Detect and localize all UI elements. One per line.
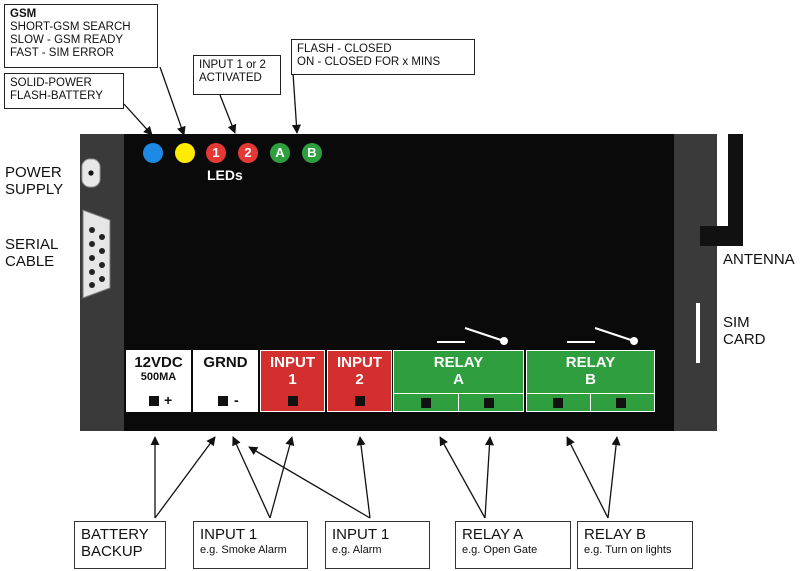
arrow-smoke-input1: [269, 436, 295, 519]
power-led-callout: SOLID-POWER FLASH-BATTERY: [4, 73, 124, 109]
terminal-plus-sign: +: [164, 392, 173, 408]
input-callout-line: ACTIVATED: [199, 72, 262, 84]
arrow-power-led: [123, 103, 153, 136]
terminal-screw-icon: [288, 396, 298, 406]
battery-backup-box: BATTERY BACKUP: [74, 521, 166, 569]
terminal-input-1: INPUT 1: [260, 350, 325, 412]
input1-alarm-sub: e.g. Alarm: [332, 544, 382, 556]
arrow-relayb-2: [607, 436, 621, 519]
flash-callout-line: ON - CLOSED FOR x MINS: [297, 56, 441, 68]
terminal-relay-b: RELAY B: [526, 350, 655, 412]
input-activated-callout: INPUT 1 or 2 ACTIVATED: [193, 55, 281, 95]
terminal-relay-divider: [458, 393, 459, 411]
leds-label: LEDs: [207, 167, 243, 183]
arrow-relayb-1: [566, 436, 609, 519]
serial-cable-label: SERIAL CABLE: [5, 236, 58, 270]
arrow-relay-leds: [291, 72, 301, 134]
input1-smoke-box: INPUT 1 e.g. Smoke Alarm: [193, 521, 308, 569]
terminal-input-2-label: INPUT: [337, 354, 382, 371]
power-jack-icon: [81, 158, 101, 188]
sim-card-line: CARD: [723, 331, 766, 348]
terminal-screw-icon: [218, 396, 228, 406]
terminal-screw-icon: [421, 398, 431, 408]
power-supply-line: POWER: [5, 164, 62, 181]
gsm-line: FAST - SIM ERROR: [10, 47, 114, 59]
terminal-input-2: INPUT 2: [327, 350, 392, 412]
input1-smoke-sub: e.g. Smoke Alarm: [200, 544, 287, 556]
input1-alarm-title: INPUT 1: [332, 526, 390, 543]
terminal-grnd: GRND -: [193, 350, 258, 412]
power-supply-label: POWER SUPPLY: [5, 164, 63, 198]
sim-card-label: SIM CARD: [723, 314, 766, 348]
serial-cable-line: SERIAL: [5, 236, 59, 253]
terminal-relay-b-label: RELAY: [565, 354, 616, 371]
relay-a-sub: e.g. Open Gate: [462, 544, 538, 556]
gsm-line: SLOW - GSM READY: [10, 34, 124, 46]
arrow-smoke-grnd: [232, 436, 271, 519]
terminal-grnd-label: GRND: [203, 354, 248, 371]
flash-callout-line: FLASH - CLOSED: [297, 43, 392, 55]
terminal-12vdc: 12VDC 500MA +: [126, 350, 191, 412]
antenna-icon: [700, 134, 743, 246]
relay-flash-callout: FLASH - CLOSED ON - CLOSED FOR x MINS: [291, 39, 475, 75]
led-relay-a: A: [270, 143, 290, 163]
relay-b-switch-icon: [567, 327, 638, 345]
arrow-alarm-grnd: [248, 446, 371, 519]
antenna-label: ANTENNA: [723, 251, 795, 268]
input-callout-line: INPUT 1 or 2: [199, 59, 266, 71]
gsm-callout: GSM SHORT-GSM SEARCH SLOW - GSM READY FA…: [4, 4, 158, 68]
terminal-relay-divider: [590, 393, 591, 411]
relay-b-title: RELAY B: [584, 526, 646, 543]
led-gsm: [175, 143, 195, 163]
led-input-1: 1: [206, 143, 226, 163]
terminal-input-1-number: 1: [288, 371, 297, 388]
input1-smoke-title: INPUT 1: [200, 526, 258, 543]
relay-b-sub: e.g. Turn on lights: [584, 544, 672, 556]
power-callout-line: SOLID-POWER: [10, 77, 92, 89]
terminal-relay-a: RELAY A: [393, 350, 524, 412]
terminal-screw-icon: [616, 398, 626, 408]
terminal-12vdc-label: 12VDC: [134, 354, 183, 371]
terminal-relay-a-label: RELAY: [433, 354, 484, 371]
relay-a-box: RELAY A e.g. Open Gate: [455, 521, 571, 569]
terminal-12vdc-rating: 500MA: [140, 371, 177, 383]
sim-card-line: SIM: [723, 314, 750, 331]
arrow-alarm-input2: [356, 436, 371, 519]
input1-alarm-box: INPUT 1 e.g. Alarm: [325, 521, 430, 569]
led-power: [143, 143, 163, 163]
arrow-input-leds: [219, 94, 237, 134]
arrow-relaya-1: [439, 436, 486, 519]
arrow-battery-grnd: [154, 436, 216, 519]
relay-b-box: RELAY B e.g. Turn on lights: [577, 521, 693, 569]
terminal-relay-a-letter: A: [453, 371, 464, 388]
terminal-screw-icon: [149, 396, 159, 406]
power-supply-line: SUPPLY: [5, 181, 64, 198]
gsm-title: GSM: [10, 8, 37, 20]
battery-backup-line: BATTERY: [81, 526, 149, 543]
relay-a-switch-icon: [437, 327, 508, 345]
relay-a-title: RELAY A: [462, 526, 524, 543]
terminal-minus-sign: -: [234, 392, 239, 408]
sim-slot: [696, 303, 700, 363]
serial-cable-line: CABLE: [5, 253, 55, 270]
terminal-input-1-label: INPUT: [270, 354, 315, 371]
gsm-line: SHORT-GSM SEARCH: [10, 21, 131, 33]
arrow-gsm-led: [159, 66, 186, 136]
terminal-screw-icon: [355, 396, 365, 406]
arrow-relaya-2: [484, 436, 495, 519]
power-callout-line: FLASH-BATTERY: [10, 90, 103, 102]
terminal-screw-icon: [553, 398, 563, 408]
led-relay-b: B: [302, 143, 322, 163]
terminal-input-2-number: 2: [355, 371, 364, 388]
device-right-endcap: [674, 134, 717, 431]
led-input-2: 2: [238, 143, 258, 163]
terminal-screw-icon: [484, 398, 494, 408]
terminal-relay-b-letter: B: [585, 371, 596, 388]
battery-backup-line: BACKUP: [81, 543, 143, 560]
serial-port-icon: [82, 209, 111, 299]
